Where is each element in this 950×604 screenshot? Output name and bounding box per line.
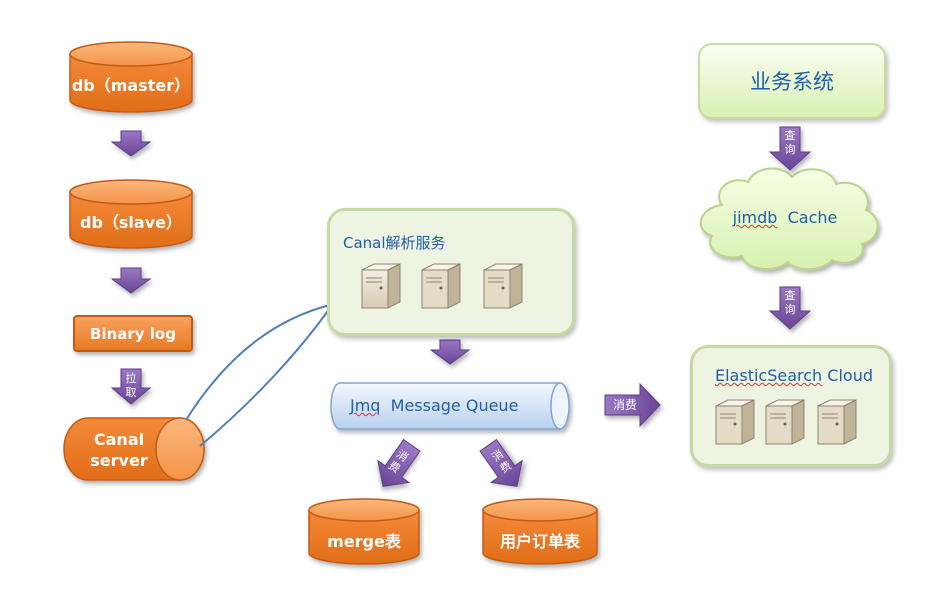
binary-log-box: Binary log [73, 315, 193, 352]
arrow-consume-order [479, 438, 523, 487]
query-arrow-label-1: 查询 [784, 129, 796, 156]
consume-es-arrow-label: 消费 [612, 398, 637, 412]
canal-service-title: Canal解析服务 [343, 234, 446, 252]
jmq-rest: Message Queue [390, 396, 519, 415]
message-queue-cylinder [330, 382, 570, 430]
query-arrow-label-2: 查询 [784, 289, 796, 316]
elasticsearch-title: ElasticSearch Cloud [715, 366, 873, 385]
elasticsearch-rest: Cloud [827, 366, 873, 385]
arrow-consume-merge [377, 438, 421, 487]
merge-table-cylinder [308, 498, 420, 565]
db-master-cylinder [69, 41, 193, 113]
server-icon [765, 399, 805, 445]
pull-arrow-label: 拉取 [125, 372, 137, 399]
arrow-query-1 [768, 126, 812, 171]
server-icon [715, 399, 755, 445]
arrow-pull [110, 368, 152, 405]
server-icon [483, 263, 523, 309]
jimdb-cache-cloud [699, 167, 879, 271]
canal-connection-lines [185, 304, 331, 447]
canal-server-cylinder [63, 417, 205, 481]
binary-log-label: Binary log [90, 324, 176, 343]
arrow-query-2 [768, 286, 812, 330]
arrow-master-to-slave [110, 130, 152, 157]
server-icon [421, 263, 461, 309]
elasticsearch-prefix: ElasticSearch [715, 366, 823, 385]
message-queue-label: Jmq Message Queue [350, 396, 518, 415]
server-icon [361, 263, 401, 309]
jmq-prefix: Jmq [350, 396, 381, 415]
user-order-table-cylinder [482, 498, 598, 565]
arrow-slave-to-binlog [110, 267, 152, 294]
business-system-label: 业务系统 [750, 70, 834, 94]
arrow-consume-es [604, 382, 661, 428]
server-icon [817, 399, 857, 445]
arrow-service-to-queue [429, 339, 471, 365]
db-slave-cylinder [69, 179, 193, 249]
business-system-box: 业务系统 [698, 43, 886, 119]
